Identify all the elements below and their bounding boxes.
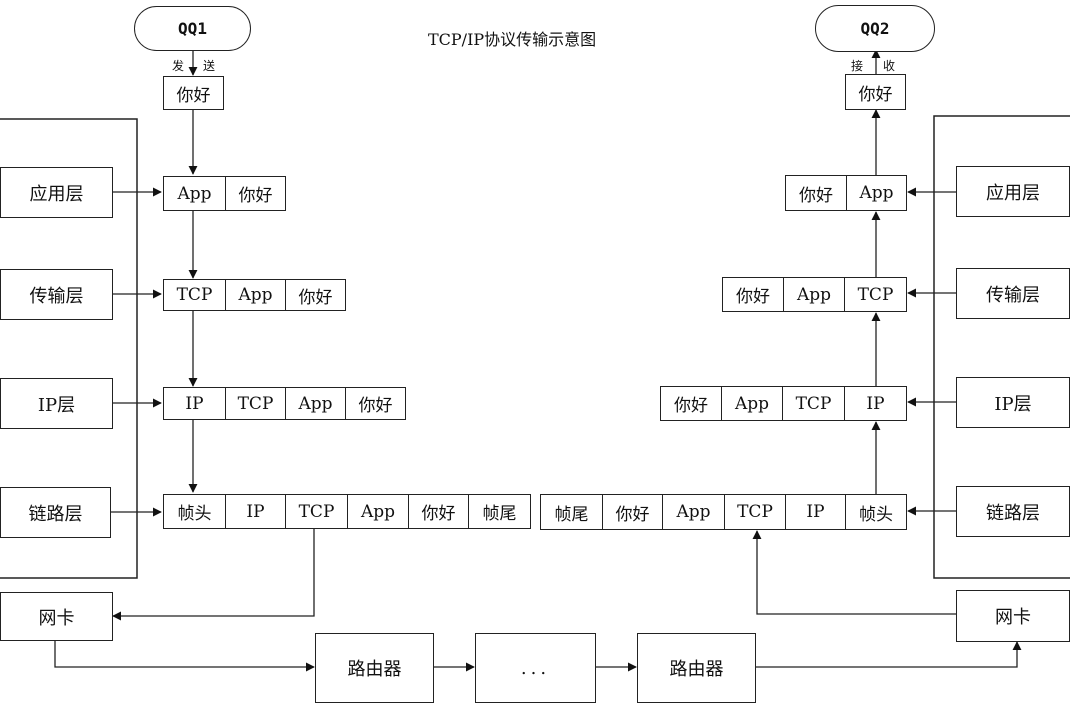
arrow-router2-to-right-nic [756, 641, 1022, 668]
left-packet-4-frame-header: 帧头 [163, 494, 226, 529]
right-packet-2-payload: 你好 [722, 277, 784, 312]
left-packet-4-payload: 你好 [408, 494, 469, 529]
router-2: 路由器 [637, 633, 756, 703]
sender-message-box: 你好 [163, 76, 224, 110]
right-layer-application: 应用层 [956, 166, 1070, 217]
right-packet-4-frame-trailer: 帧尾 [540, 494, 603, 530]
right-packet-3-payload: 你好 [660, 386, 722, 421]
router-1: 路由器 [315, 633, 434, 703]
left-packet-3-payload: 你好 [345, 387, 406, 420]
right-network-card: 网卡 [956, 590, 1070, 642]
right-packet-2-tcp: TCP [844, 277, 907, 312]
left-layer-transport: 传输层 [0, 269, 113, 320]
left-layer-ip: IP层 [0, 378, 113, 429]
diagram-title: TCP/IP协议传输示意图 [428, 30, 597, 49]
left-packet-2-tcp: TCP [163, 279, 226, 311]
right-packet-2-app: App [783, 277, 845, 312]
left-packet-3-tcp: TCP [225, 387, 286, 420]
left-packet-1-app: App [163, 176, 226, 211]
send-label-left: 发 [172, 59, 185, 73]
arrow-frame-to-left-nic [112, 529, 315, 621]
left-packet-4-tcp: TCP [285, 494, 348, 529]
left-stack-panel [0, 118, 138, 579]
right-layer-ip: IP层 [956, 377, 1070, 428]
receive-label-left: 接 [851, 59, 864, 73]
left-packet-1-payload: 你好 [225, 176, 286, 211]
sender-app-qq1: QQ1 [134, 6, 251, 51]
left-packet-4-frame-trailer: 帧尾 [468, 494, 531, 529]
receiver-message-box: 你好 [845, 74, 906, 110]
right-packet-3-ip: IP [844, 386, 907, 421]
left-packet-2-payload: 你好 [285, 279, 346, 311]
left-packet-2-app: App [225, 279, 286, 311]
receive-label-right: 收 [883, 59, 896, 73]
right-packet-1-app: App [846, 175, 907, 211]
right-packet-3-app: App [721, 386, 783, 421]
left-layer-application: 应用层 [0, 167, 113, 218]
intermediate-routers: ... [475, 633, 596, 703]
right-packet-4-tcp: TCP [724, 494, 786, 530]
right-packet-3-tcp: TCP [782, 386, 845, 421]
send-label-right: 送 [203, 59, 216, 73]
right-packet-4-app: App [662, 494, 725, 530]
right-layer-transport: 传输层 [956, 268, 1070, 319]
receiver-app-qq2: QQ2 [815, 5, 935, 52]
left-network-card: 网卡 [0, 592, 113, 641]
right-layer-link: 链路层 [956, 486, 1070, 537]
right-packet-4-payload: 你好 [602, 494, 663, 530]
arrow-right-nic-to-frame [752, 530, 956, 615]
left-packet-4-ip: IP [225, 494, 286, 529]
arrow-left-nic-to-router1 [54, 641, 315, 672]
left-packet-4-app: App [347, 494, 409, 529]
left-packet-3-app: App [285, 387, 346, 420]
right-stack-panel [933, 115, 1070, 579]
left-layer-link: 链路层 [0, 487, 111, 538]
left-packet-3-ip: IP [163, 387, 226, 420]
right-packet-4-frame-header: 帧头 [845, 494, 907, 530]
right-packet-1-payload: 你好 [785, 175, 847, 211]
right-packet-4-ip: IP [785, 494, 846, 530]
